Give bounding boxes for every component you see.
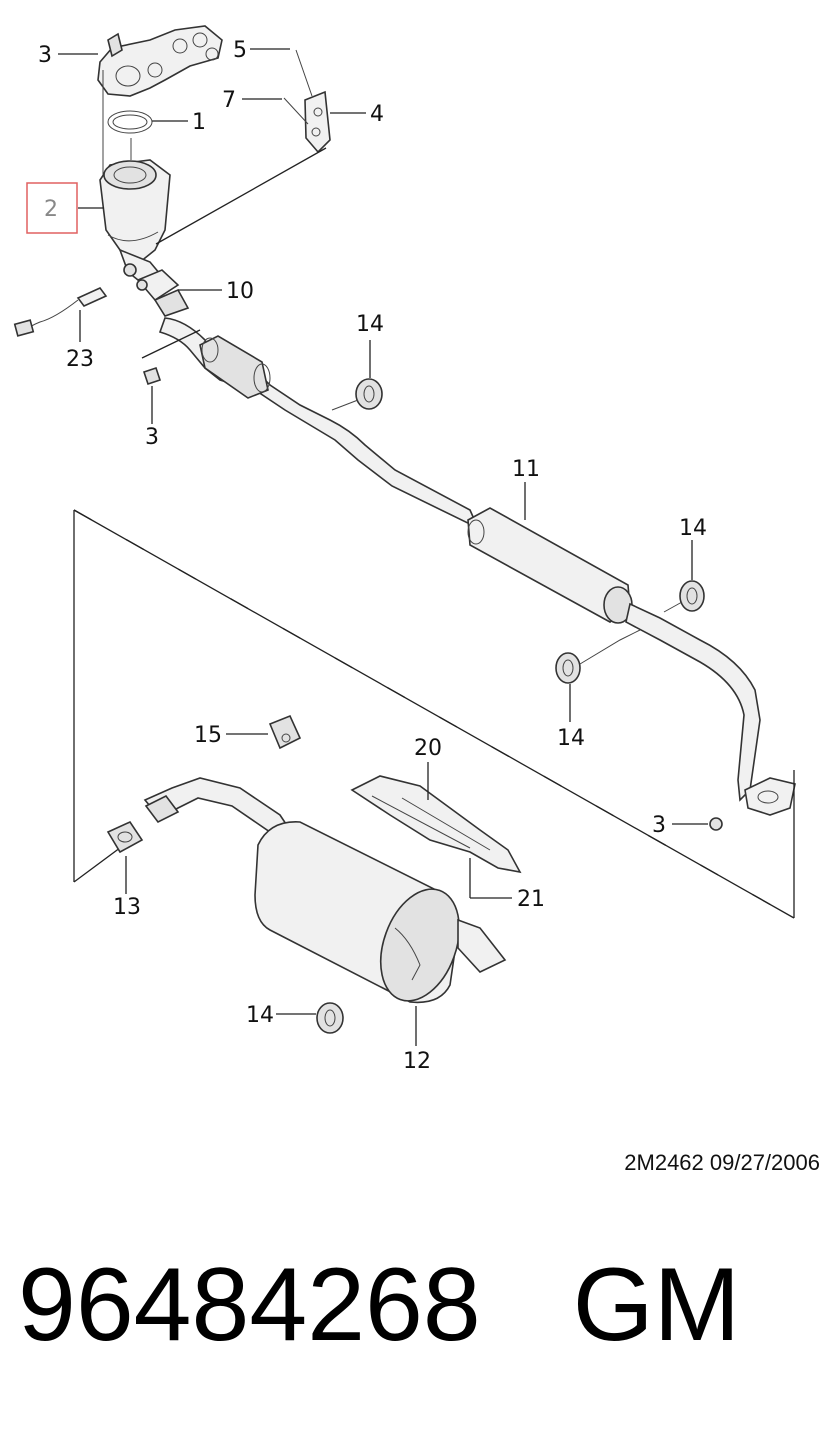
callout-5: 5 (233, 38, 247, 63)
callout-2: 2 (44, 197, 58, 222)
rubber-hanger (316, 1002, 344, 1034)
oxygen-sensor (13, 287, 108, 337)
part-number: 96484268 (18, 1247, 481, 1363)
center-muffler (467, 507, 761, 802)
callout-10: 10 (226, 279, 254, 304)
callout-3: 3 (652, 813, 666, 838)
callout-3: 3 (145, 425, 159, 450)
heat-shield (350, 775, 522, 874)
rear-muffler (254, 821, 507, 1004)
callout-1: 1 (192, 110, 206, 135)
intermediate-pipe (106, 777, 292, 854)
callout-20: 20 (414, 736, 442, 761)
callout-7: 7 (222, 88, 236, 113)
rubber-hanger (555, 652, 581, 684)
callout-14: 14 (246, 1003, 274, 1028)
callout-14: 14 (557, 726, 585, 751)
callout-11: 11 (512, 457, 540, 482)
callout-14: 14 (356, 312, 384, 337)
callout-21: 21 (517, 887, 545, 912)
rubber-hanger (679, 580, 705, 612)
gasket (107, 110, 153, 134)
callout-12: 12 (403, 1049, 431, 1074)
exhaust-manifold (97, 25, 223, 97)
callout-14: 14 (679, 516, 707, 541)
brand-name: GM (572, 1247, 741, 1363)
diagram-reference: 2M2462 09/27/2006 (624, 1150, 820, 1175)
callout-highlight-box (26, 182, 78, 234)
rubber-hanger (355, 378, 383, 410)
leader-lines (58, 48, 708, 1046)
callout-3: 3 (38, 43, 52, 68)
callout-15: 15 (194, 723, 222, 748)
part-number-line: 96484268 GM (18, 1247, 741, 1363)
callout-23: 23 (66, 347, 94, 372)
callout-13: 13 (113, 895, 141, 920)
heat-shield-bracket (304, 90, 331, 154)
front-pipe (158, 317, 480, 530)
callout-4: 4 (370, 102, 384, 127)
exhaust-system-diagram: 3 5 7 1 4 2 10 23 14 3 11 14 14 15 20 3 … (13, 25, 796, 1074)
